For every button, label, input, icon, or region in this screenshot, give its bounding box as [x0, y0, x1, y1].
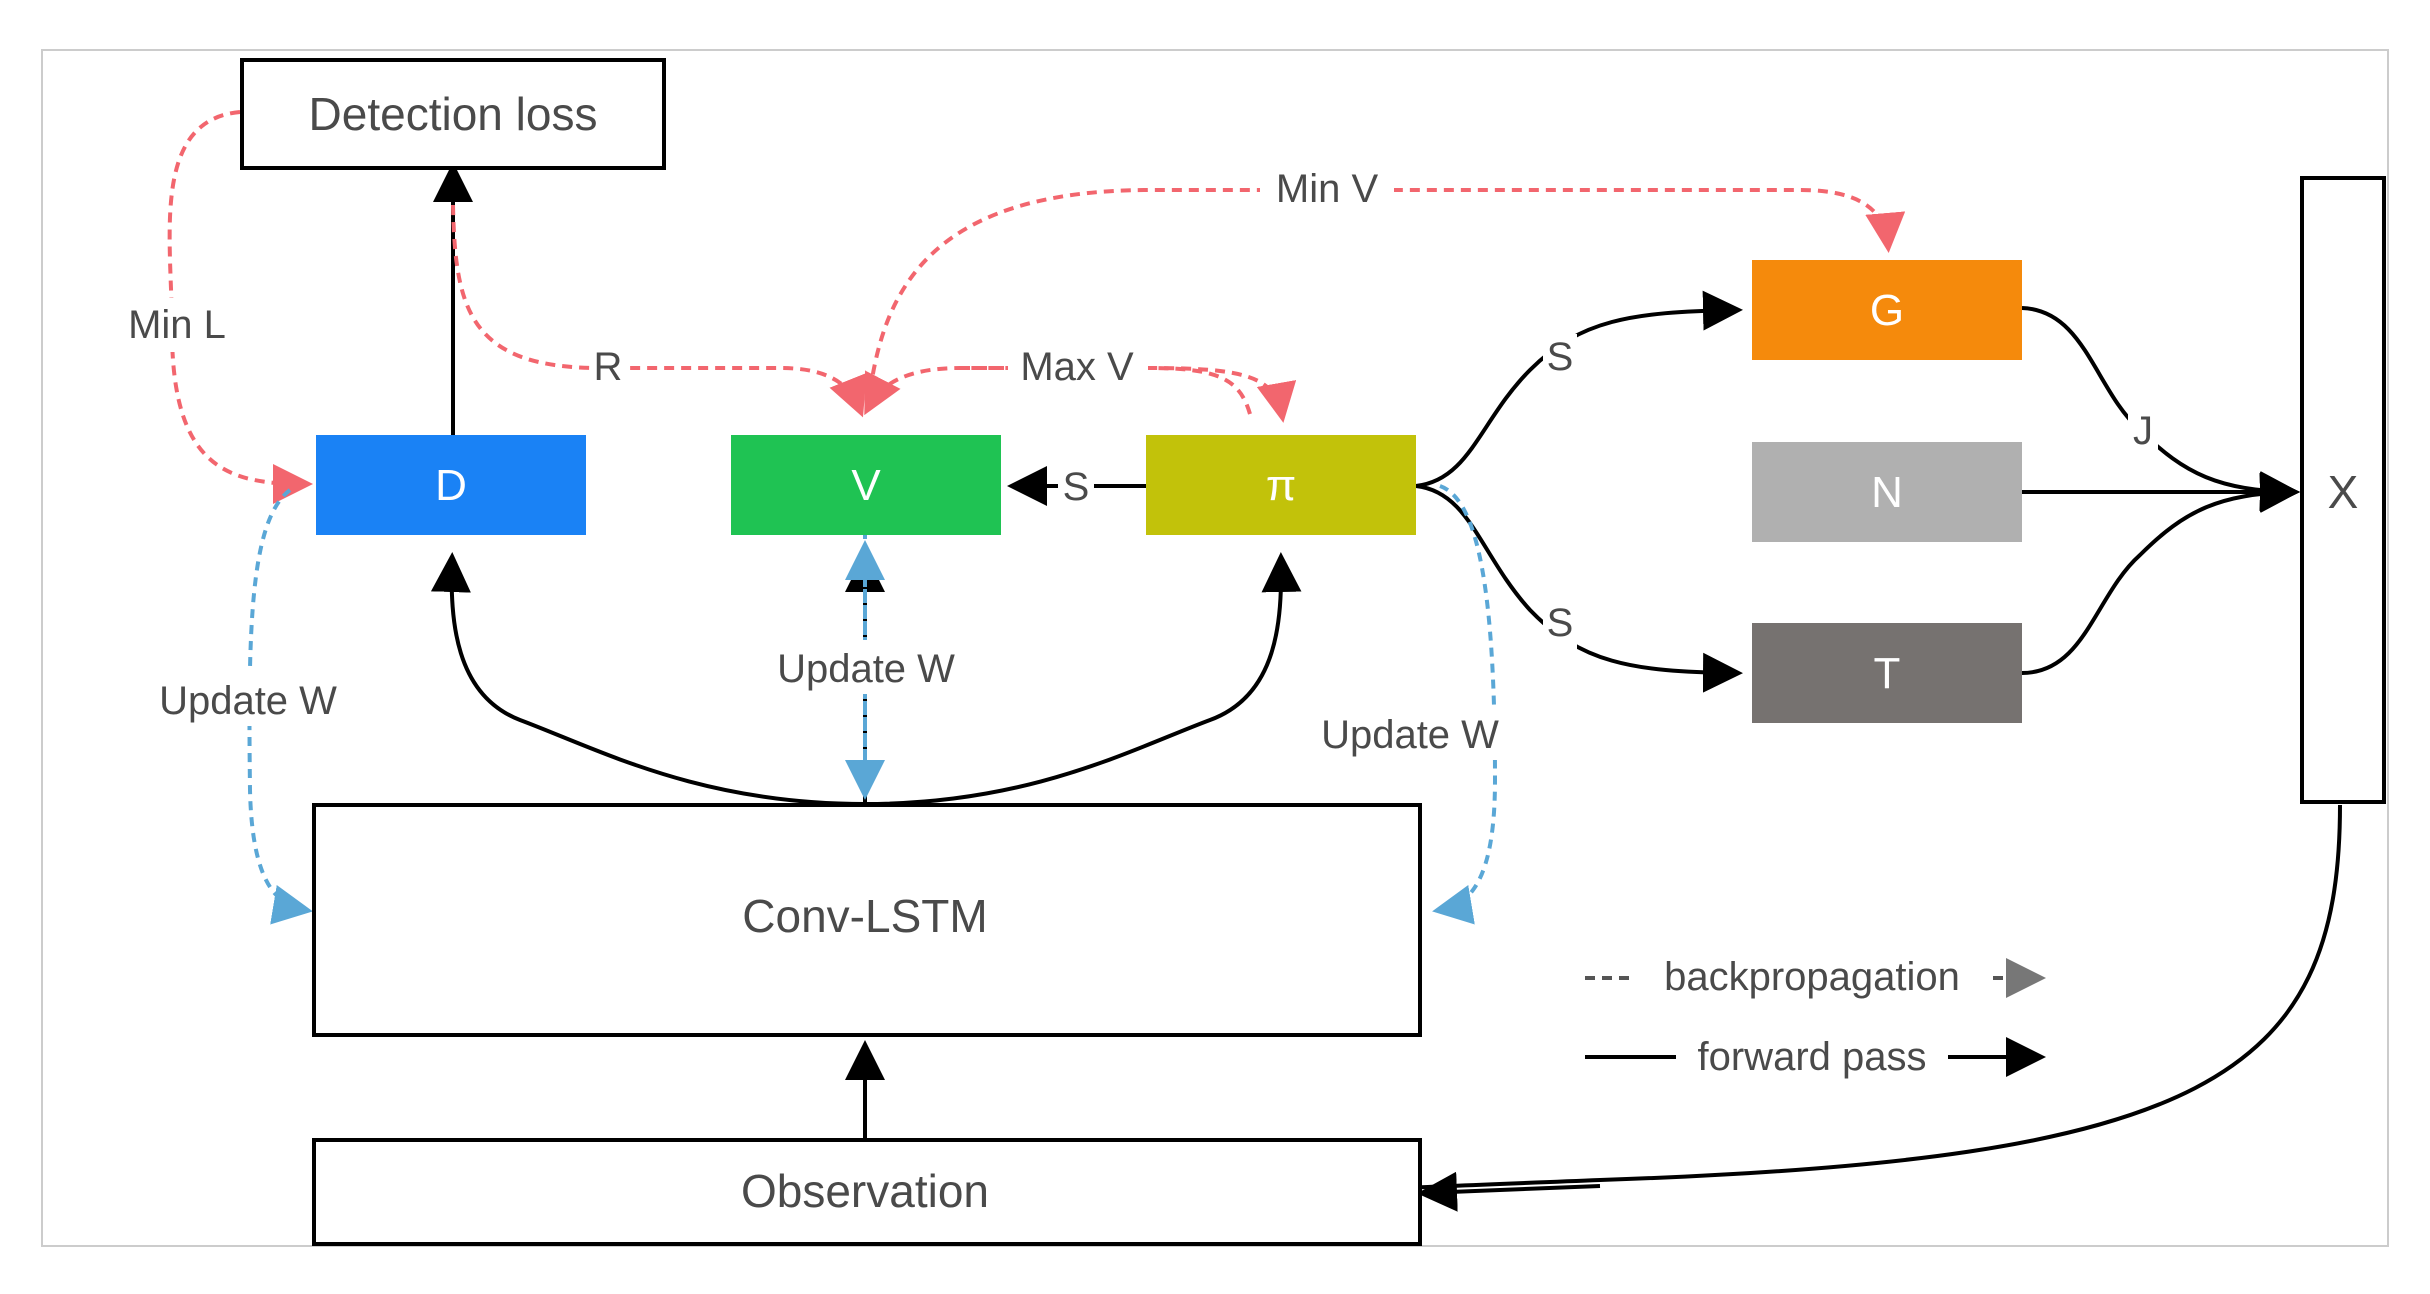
node-d: [316, 435, 586, 535]
label-max-v: Max V: [1020, 345, 1134, 389]
label-s-pi-v: S: [1063, 465, 1090, 509]
node-n-label: N: [1871, 468, 1903, 517]
label-s-pi-t: S: [1547, 601, 1574, 645]
x-label: X: [2328, 466, 2359, 518]
label-r: R: [594, 345, 623, 389]
edge-minv-to-g: [866, 188, 1906, 409]
legend-forward-label: forward pass: [1698, 1035, 1927, 1079]
edge-convlstm-to-pi: [864, 552, 1302, 806]
label-bg-s-pi-t: [1543, 600, 1577, 650]
node-g: [1752, 260, 2022, 360]
label-update-w-left: Update W: [159, 679, 337, 723]
node-d-label: D: [435, 461, 467, 510]
node-g-label: G: [1870, 286, 1904, 335]
legend-backprop-label: backpropagation: [1664, 955, 1960, 999]
label-bg-min-v: [1260, 162, 1394, 216]
edge-maxv-to-pi: [960, 366, 1297, 423]
label-j: J: [2133, 409, 2153, 453]
label-bg-r: [590, 342, 626, 394]
edge-pi-to-t: [1415, 484, 1743, 693]
detection-loss-label: Detection loss: [309, 88, 598, 140]
label-update-w-right: Update W: [1321, 713, 1499, 757]
edge-minl-to-d: [167, 110, 313, 504]
node-pi-label: π: [1266, 461, 1296, 510]
edge-convlstm-to-d: [430, 552, 866, 806]
label-bg-s-pi-v: [1058, 462, 1094, 512]
legend-backprop-bg: [1636, 950, 1988, 1004]
label-s-pi-g: S: [1547, 335, 1574, 379]
node-t-label: T: [1874, 649, 1901, 698]
edge-x-to-observation: [1417, 1171, 1601, 1212]
label-bg-min-l: [112, 298, 242, 352]
label-min-v: Min V: [1276, 167, 1379, 211]
label-bg-j: [2128, 410, 2158, 460]
label-bg-update-w-mid: [756, 640, 976, 694]
diagram-frame: [41, 49, 2389, 1247]
x-box: [2300, 176, 2386, 804]
edge-updatew-left: [247, 488, 313, 925]
node-pi: [1146, 435, 1416, 535]
edge-pi-to-g: [1415, 290, 1743, 488]
node-n: [1752, 442, 2022, 542]
conv-lstm-label: Conv-LSTM: [742, 890, 987, 942]
legend-forward-bg: [1676, 1030, 1948, 1084]
observation-label: Observation: [741, 1165, 989, 1217]
observation-box: [312, 1138, 1422, 1246]
edge-r-to-v: [451, 204, 867, 418]
label-bg-update-w-left: [138, 672, 358, 726]
node-t: [1752, 623, 2022, 723]
label-update-w-mid: Update W: [777, 647, 955, 691]
node-v: [731, 435, 1001, 535]
detection-loss-box: [240, 58, 666, 170]
label-bg-max-v: [1008, 342, 1148, 396]
edge-t-to-x: [2021, 472, 2300, 675]
node-v-label: V: [851, 461, 881, 510]
label-bg-s-pi-g: [1543, 334, 1577, 384]
edge-g-to-x: [2021, 306, 2300, 512]
label-bg-update-w-right: [1300, 706, 1520, 760]
conv-lstm-box: [312, 803, 1422, 1037]
label-min-l: Min L: [128, 303, 226, 347]
